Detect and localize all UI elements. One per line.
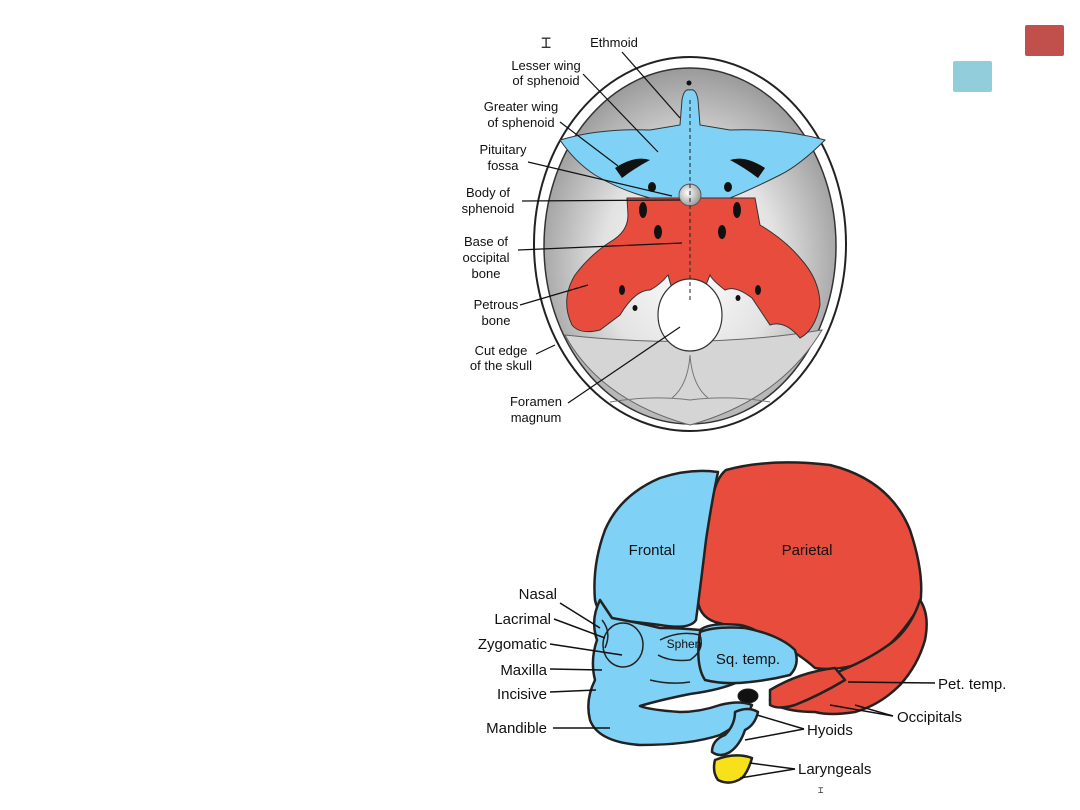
label-body-sphenoid-line2: sphenoid <box>462 201 515 216</box>
label-foramen-line2: magnum <box>511 410 562 425</box>
label-pituitary-line2: fossa <box>487 158 519 173</box>
label-body-sphenoid-line1: Body of <box>466 185 510 200</box>
label-zygomatic: Zygomatic <box>478 636 548 653</box>
label-base-occipital-line1: Base of <box>464 234 508 249</box>
sq-temp-bone <box>697 626 798 685</box>
label-hyoids: Hyoids <box>807 722 853 739</box>
label-frontal: Frontal <box>629 542 676 559</box>
hyoid-bones <box>710 707 760 757</box>
label-maxilla: Maxilla <box>500 662 547 679</box>
label-base-occipital-line2: occipital <box>463 250 510 265</box>
blue-square-button[interactable] <box>953 61 992 92</box>
label-incisive: Incisive <box>497 686 547 703</box>
pet-temp-bone <box>768 666 847 709</box>
text-cursor-icon: ⌶ <box>818 786 824 796</box>
label-lesser-wing-line2: of sphenoid <box>512 73 579 88</box>
label-foramen-line1: Foramen <box>510 394 562 409</box>
label-lacrimal: Lacrimal <box>494 611 551 628</box>
label-greater-wing-line1: Greater wing <box>484 99 558 114</box>
label-cut-edge-line2: of the skull <box>470 358 532 373</box>
red-square-button[interactable] <box>1025 25 1064 56</box>
label-pituitary-line1: Pituitary <box>480 142 527 157</box>
label-petrous-line1: Petrous <box>474 297 519 312</box>
label-occipitals: Occipitals <box>897 709 962 726</box>
label-petrous-line2: bone <box>482 313 511 328</box>
text-cursor-icon: ⌶ <box>541 33 552 53</box>
label-base-occipital-line3: bone <box>472 266 501 281</box>
foramina <box>615 158 765 311</box>
label-ethmoid: Ethmoid <box>590 35 638 50</box>
label-sq-temp: Sq. temp. <box>716 651 780 668</box>
label-nasal: Nasal <box>519 586 557 603</box>
laryngeal-bones <box>712 754 754 784</box>
label-sphen: Sphen <box>667 637 702 651</box>
label-greater-wing-line2: of sphenoid <box>487 115 554 130</box>
label-mandible: Mandible <box>486 720 547 737</box>
label-parietal: Parietal <box>782 542 833 559</box>
label-lesser-wing-line1: Lesser wing <box>511 58 580 73</box>
ear-canal <box>737 688 759 704</box>
label-laryngeals: Laryngeals <box>798 761 871 778</box>
label-pet-temp: Pet. temp. <box>938 676 1006 693</box>
label-cut-edge-line1: Cut edge <box>475 343 528 358</box>
